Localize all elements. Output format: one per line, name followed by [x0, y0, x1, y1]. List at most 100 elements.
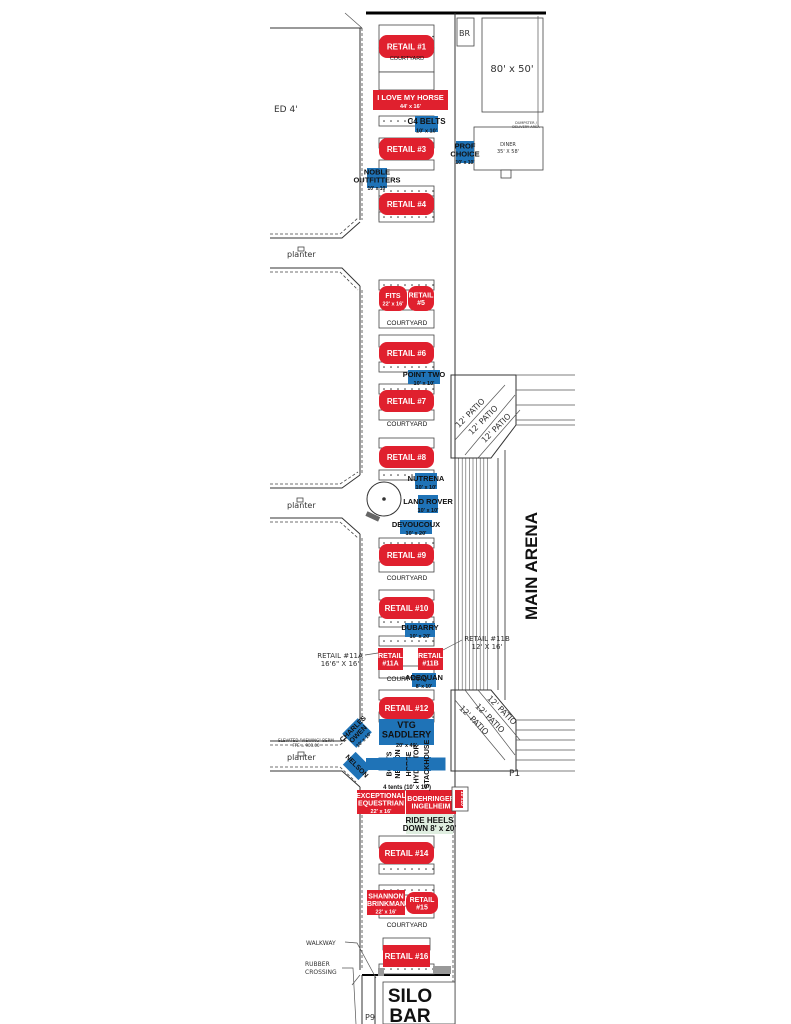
callout-line	[364, 652, 379, 656]
rubber-crossing-label-2: CROSSING	[305, 969, 337, 976]
frame-dot	[404, 621, 406, 623]
frame-dot	[397, 640, 399, 642]
frame-dot	[425, 366, 427, 368]
frame-dot	[425, 216, 427, 218]
booth-fill	[406, 892, 438, 914]
booth-label: RETAIL #4	[387, 200, 427, 209]
booth-fill	[418, 648, 443, 670]
frame-dot	[390, 968, 392, 970]
silo-bar-label: SILO	[388, 986, 432, 1007]
courtyard-label: COURTYARD	[387, 676, 428, 683]
booth-fill	[408, 370, 440, 384]
booth-fill	[342, 718, 372, 748]
frame-dot	[383, 284, 385, 286]
frame-dot	[411, 474, 413, 476]
berm-label: ELEVATED "VIEWING" BERM	[278, 738, 334, 743]
booth-fill	[405, 623, 435, 637]
booth-label: 44' x 16'	[400, 104, 422, 110]
fountain	[366, 481, 402, 517]
booth-fill	[379, 342, 434, 364]
booth-label: NUTRENA	[408, 474, 445, 483]
frame-dot	[390, 216, 392, 218]
frame-dot	[432, 621, 434, 623]
frame-dot	[404, 216, 406, 218]
frame-dot	[404, 968, 406, 970]
booth-fill	[406, 790, 456, 814]
booth-label: INGELHEIM	[412, 803, 451, 810]
frame-dot	[390, 366, 392, 368]
frame-dot	[397, 216, 399, 218]
booth-fill	[383, 945, 430, 967]
booth-fill	[400, 520, 432, 534]
booth-r9: RETAIL #9	[379, 544, 434, 566]
booth-label: #11B	[422, 660, 438, 667]
frame-dot	[397, 474, 399, 476]
frame-dot	[425, 388, 427, 390]
booth-label: 8' x 10'	[416, 684, 432, 690]
rubber-crossing-label: RUBBER	[305, 961, 330, 968]
frame-dot	[404, 190, 406, 192]
frame-dot	[411, 366, 413, 368]
frame-dot	[397, 190, 399, 192]
frame-dot	[425, 640, 427, 642]
frame-dot	[425, 542, 427, 544]
frame-dot	[425, 621, 427, 623]
frame-dot	[411, 284, 413, 286]
frame-dot	[418, 542, 420, 544]
booth-r1: RETAIL #1	[379, 35, 434, 58]
frame-dot	[418, 889, 420, 891]
frame-dot	[418, 366, 420, 368]
frame-dot	[425, 190, 427, 192]
booth-label: NOBLE	[364, 167, 390, 176]
patio-line	[464, 394, 516, 456]
main-arena-label: MAIN ARENA	[522, 512, 541, 620]
booth-label: RETAIL	[418, 653, 443, 660]
diner-label: DINER	[500, 142, 516, 148]
planter-label: planter	[287, 753, 316, 762]
walkway-label: WALKWAY	[306, 940, 336, 947]
retail-11b-callout: RETAIL #11B	[464, 635, 510, 643]
frame-dot	[383, 542, 385, 544]
booth-label: 10' x 10'	[414, 381, 436, 387]
booth-label: 20' x 40'	[396, 743, 418, 749]
frame-dot	[390, 640, 392, 642]
booth-label: 10' x 10'	[416, 128, 438, 134]
frame-dot	[397, 542, 399, 544]
booth-fill	[367, 168, 387, 188]
booth-fill	[407, 757, 446, 771]
frame-dot	[411, 889, 413, 891]
dumpster-label-2: DELIVERY AREA	[512, 125, 540, 129]
booth-label: 10' x 10'	[455, 160, 474, 166]
dumpster-label: DUMPSTER /	[515, 121, 538, 125]
silo-bar-building	[382, 981, 456, 1024]
callout-line	[442, 639, 463, 651]
patio-line	[477, 689, 521, 741]
booth-fill	[379, 446, 434, 468]
frame-dot	[418, 640, 420, 642]
frame-dot	[390, 120, 392, 122]
booth-label: RETAIL	[409, 292, 434, 299]
booth-label: BOEHRINGER	[407, 796, 454, 803]
patio-line	[477, 409, 521, 459]
frame-dot	[404, 120, 406, 122]
booth-r3: RETAIL #3	[379, 138, 434, 160]
silo-bar-label-2: BAR	[389, 1006, 430, 1024]
planter-label: planter	[287, 501, 316, 510]
booth-label: RETAIL #14	[385, 849, 429, 858]
frame-dot	[404, 388, 406, 390]
courtyard-label: COURTYARD	[387, 421, 428, 428]
booth-fill	[408, 286, 434, 311]
frame-dot	[404, 542, 406, 544]
frame-dot	[390, 474, 392, 476]
booth-r15: RETAIL#15	[406, 892, 438, 914]
booth-r4: RETAIL #4	[379, 193, 434, 215]
booth-label: 10' x 10'	[416, 485, 438, 491]
booth-fill	[378, 648, 403, 670]
frame-dot	[404, 868, 406, 870]
frame-dot	[432, 35, 434, 38]
frame-dot	[411, 868, 413, 870]
